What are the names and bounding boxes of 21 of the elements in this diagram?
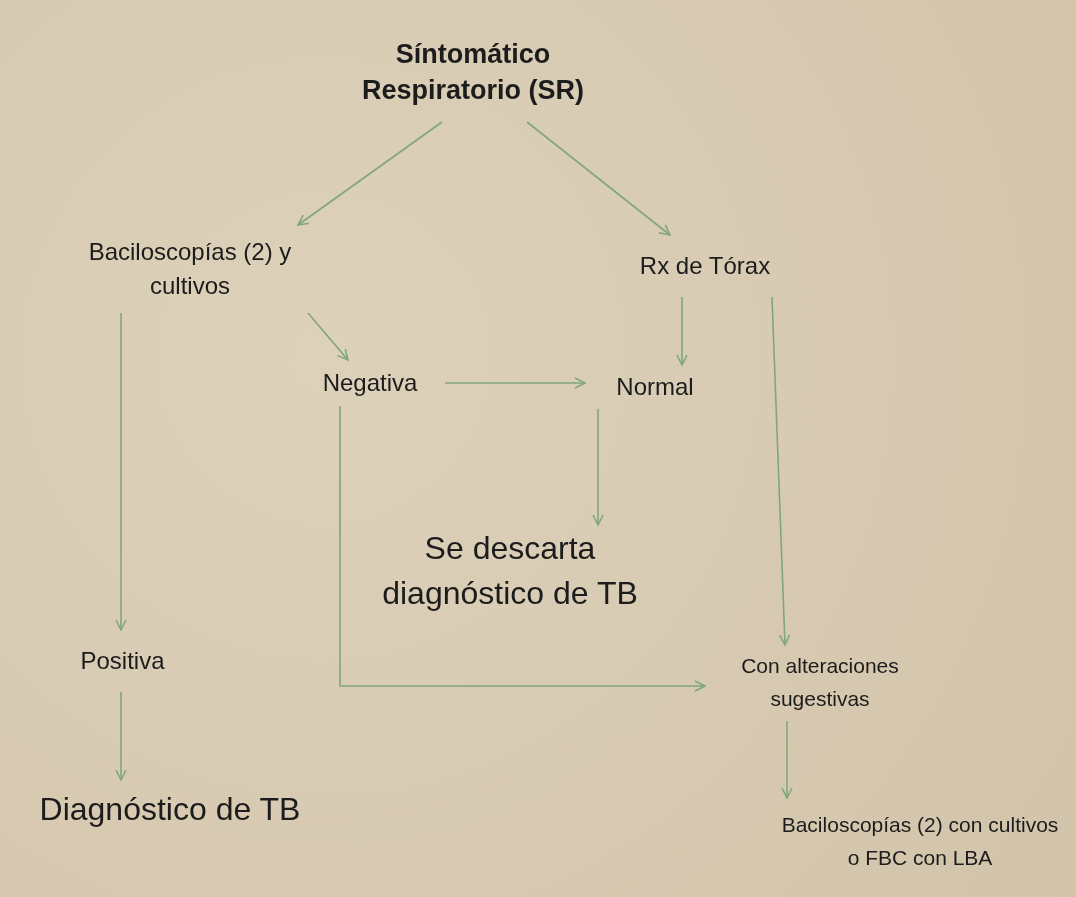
- flow-text: Negativa: [322, 368, 418, 399]
- flow-text: Con alteraciones sugestivas: [740, 653, 900, 712]
- flow-text: Se descarta diagnóstico de TB: [381, 529, 639, 613]
- arrow: [339, 405, 706, 692]
- arrow: [307, 312, 349, 361]
- flow-text: Positiva: [80, 646, 165, 677]
- flow-text: Baciloscopías (2) con cultivos o FBC con LBA: [780, 812, 1060, 871]
- arrow: [115, 691, 127, 781]
- arrow: [592, 408, 604, 526]
- flow-text: Normal: [616, 372, 694, 403]
- flow-text: Síntomático Respiratorio (SR): [361, 37, 585, 107]
- flow-text: Baciloscopías (2) y cultivos: [87, 237, 293, 301]
- arrow: [771, 296, 791, 646]
- flow-text: Rx de Tórax: [639, 251, 771, 282]
- arrow: [444, 377, 586, 389]
- arrow: [676, 296, 688, 366]
- flow-text: Diagnóstico de TB: [39, 789, 301, 829]
- arrow: [781, 720, 793, 799]
- arrow: [115, 312, 127, 631]
- arrow: [297, 121, 443, 226]
- arrow: [526, 121, 671, 236]
